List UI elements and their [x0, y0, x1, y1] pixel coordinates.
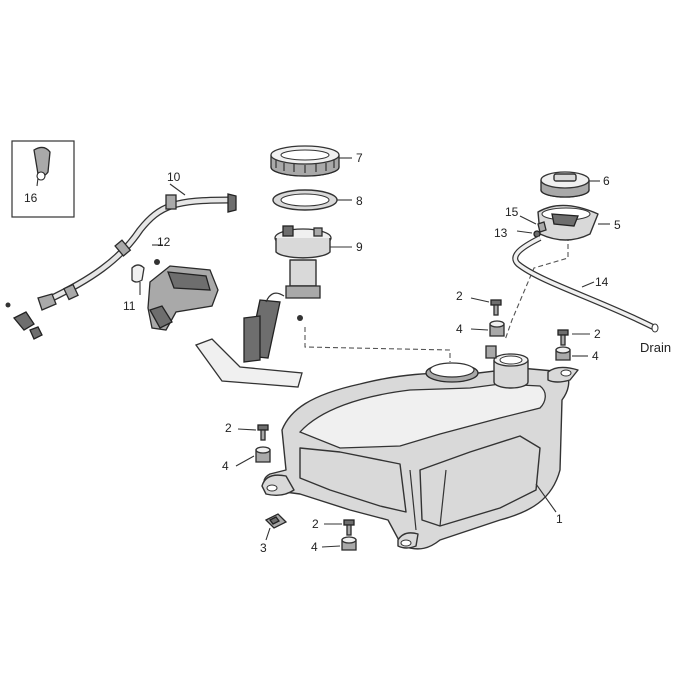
rubber-mount-part-4-b: 4: [555, 346, 599, 363]
filler-cap-part-6: 6: [540, 171, 610, 198]
clip-part-13: 13: [494, 226, 541, 240]
callout-2-d: 2: [312, 517, 319, 531]
fitting-part-15: 15: [505, 205, 547, 233]
callout-16: 16: [24, 191, 38, 205]
fuel-hose-part-10: 10: [5, 170, 237, 340]
clip-part-3: 3: [260, 513, 288, 555]
callout-11: 11: [123, 299, 136, 313]
bolt-part-2-c: 2: [225, 421, 269, 441]
callout-3: 3: [260, 541, 267, 555]
callout-2-c: 2: [225, 421, 232, 435]
drain-label: Drain: [640, 340, 671, 355]
callout-4-b: 4: [592, 349, 599, 363]
rubber-mount-part-4-c: 4: [222, 446, 271, 473]
callout-4-a: 4: [456, 322, 463, 336]
inset-box-part-16: 16: [11, 140, 75, 218]
callout-6: 6: [603, 174, 610, 188]
alignment-line-filler: [504, 236, 569, 341]
bolt-part-2-a: 2: [456, 289, 502, 316]
fuel-pump-part-9: 9: [194, 225, 363, 388]
callout-4-d: 4: [311, 540, 318, 554]
callout-13: 13: [494, 226, 508, 240]
rubber-mount-part-4-d: 4: [311, 536, 357, 554]
callout-12: 12: [157, 235, 171, 249]
callout-2-b: 2: [594, 327, 601, 341]
bolt-part-2-d: 2: [312, 517, 355, 536]
alignment-line-pump: [304, 327, 451, 362]
bolt-part-2-b: 2: [557, 327, 601, 346]
drain-hose-part-14: 14 Drain: [512, 235, 671, 355]
fuel-tank-part-1: 1: [261, 345, 579, 550]
callout-10: 10: [167, 170, 181, 184]
filler-neck-part-5: 5: [537, 204, 621, 241]
callout-7: 7: [356, 151, 363, 165]
pump-bracket-part-11: 11 12: [123, 235, 219, 331]
callout-4-c: 4: [222, 459, 229, 473]
callout-14: 14: [595, 275, 609, 289]
rubber-mount-part-4-a: 4: [456, 320, 505, 337]
gasket-part-8: 8: [272, 189, 363, 211]
callout-2-a: 2: [456, 289, 463, 303]
callout-5: 5: [614, 218, 621, 232]
callout-15: 15: [505, 205, 519, 219]
callout-1: 1: [556, 512, 563, 526]
ring-nut-part-7: 7: [270, 145, 363, 177]
callout-9: 9: [356, 240, 363, 254]
callout-8: 8: [356, 194, 363, 208]
